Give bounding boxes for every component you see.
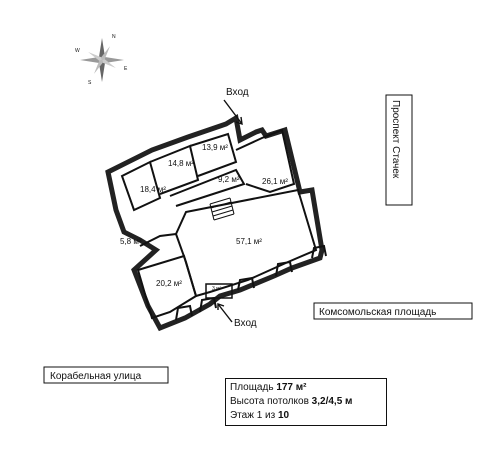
room-label: 57,1 м²	[236, 237, 262, 246]
svg-text:W: W	[75, 48, 80, 54]
info-area-row: Площадь 177 м²	[230, 381, 382, 395]
info-floor-of: из	[265, 410, 276, 421]
svg-text:S: S	[88, 80, 92, 86]
info-panel: Площадь 177 м² Высота потолков 3,2/4,5 м…	[225, 378, 387, 426]
info-area-value: 177 м²	[276, 382, 307, 393]
info-floor-value: 1	[256, 410, 263, 421]
room-label: 5,8 м²	[120, 237, 142, 246]
info-ceiling-label: Высота потолков	[230, 396, 309, 407]
arrow-up-icon	[217, 303, 233, 323]
compass-rose-icon: N E S W	[75, 34, 128, 86]
street-label-street: Корабельная улица	[50, 370, 142, 382]
info-ceiling-value: 3,2/4,5 м	[311, 396, 353, 407]
svg-text:E: E	[124, 66, 128, 72]
svg-text:N: N	[112, 34, 116, 40]
building-outline	[105, 113, 327, 332]
room-label: 26,1 м²	[262, 177, 288, 186]
info-floor-label: Этаж	[230, 410, 254, 421]
street-box-prospekt	[385, 94, 413, 206]
street-box-square	[313, 302, 473, 320]
street-label-prospekt: Проспект Стачек	[390, 100, 401, 179]
room-label: 9,2 м²	[218, 175, 240, 184]
arrow-down-icon	[223, 99, 243, 126]
room-label: 3 м²	[212, 286, 222, 292]
room-label: 14,8 м²	[168, 159, 194, 168]
entrance-label-bottom: Вход	[234, 318, 257, 329]
room-label: 18,4 м²	[140, 185, 166, 194]
info-floor-row: Этаж 1 из 10	[230, 409, 382, 423]
info-ceiling-row: Высота потолков 3,2/4,5 м	[230, 395, 382, 409]
entrance-label-top: Вход	[226, 87, 249, 98]
street-box-street	[43, 366, 169, 384]
street-label-square: Комсомольская площадь	[319, 307, 436, 318]
room-label: 20,2 м²	[156, 279, 182, 288]
info-floor-total: 10	[277, 410, 290, 421]
room-label: 13,9 м²	[202, 143, 228, 152]
info-area-label: Площадь	[230, 382, 274, 393]
